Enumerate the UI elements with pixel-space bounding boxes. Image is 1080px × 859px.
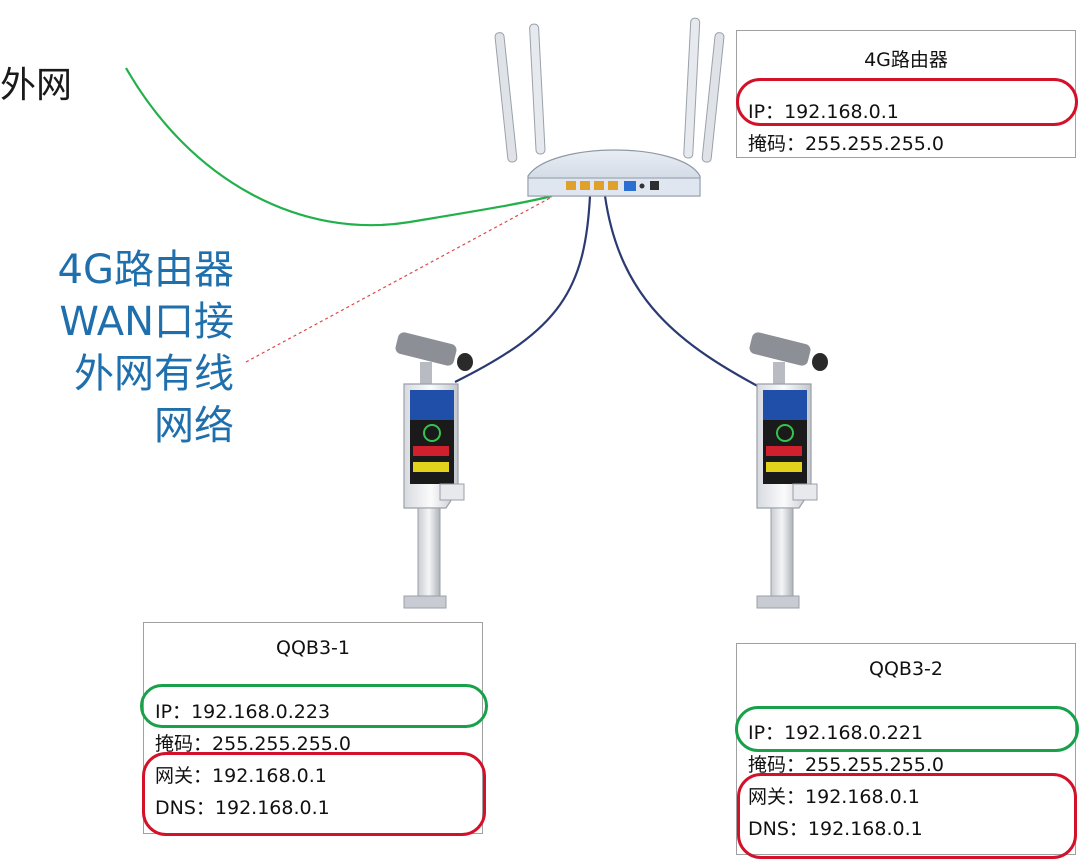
wan-note-line-3: 外网有线 [74,351,234,397]
device-1-ip-value: 192.168.0.223 [191,701,331,723]
device-1-dns-row: DNS：192.168.0.1 [155,793,330,820]
router-mask-label: 掩码： [748,133,806,155]
device-1-ip-row: IP：192.168.0.223 [155,697,330,724]
device-2-info-box: QQB3-2 IP：192.168.0.221 掩码：255.255.255.0… [736,643,1076,855]
router-ip-label: IP： [748,101,785,123]
router-mask-row: 掩码：255.255.255.0 [748,129,944,156]
device-1-dns-label: DNS： [155,797,215,819]
device-2-gateway-row: 网关：192.168.0.1 [748,782,920,809]
router-info-box: 4G路由器 IP：192.168.0.1 掩码：255.255.255.0 [736,30,1076,158]
wan-cable [125,67,553,227]
router-title: 4G路由器 [864,49,948,71]
device-1-title: QQB3-1 [276,637,350,659]
router-mask-value: 255.255.255.0 [805,133,945,155]
device-2-ip-row: IP：192.168.0.221 [748,718,923,745]
device-1-dns-value: 192.168.0.1 [214,797,330,819]
device-1-mask-label: 掩码： [155,733,213,755]
lan-cable-2 [603,195,766,391]
device-2-mask-row: 掩码：255.255.255.0 [748,750,944,777]
device-2-dns-value: 192.168.0.1 [807,818,923,840]
router-ip-row: IP：192.168.0.1 [748,97,899,124]
device-2-title: QQB3-2 [869,658,943,680]
device-1-ip-label: IP： [155,701,192,723]
device-1-mask-value: 255.255.255.0 [212,733,352,755]
device-1-gateway-row: 网关：192.168.0.1 [155,761,327,788]
device-2-dns-label: DNS： [748,818,808,840]
device-2-ip-label: IP： [748,722,785,744]
device-1-gateway-label: 网关： [155,765,213,787]
device-2-dns-row: DNS：192.168.0.1 [748,814,923,841]
wan-note-line-2: WAN口接 [59,299,234,345]
device-1-info-box: QQB3-1 IP：192.168.0.223 掩码：255.255.255.0… [143,622,483,834]
lan-cable-1 [454,195,592,383]
router-icon [494,17,725,197]
wan-note-line-1: 4G路由器 [57,247,234,293]
device-2-gateway-label: 网关： [748,786,806,808]
wan-note: 4G路由器 WAN口接 外网有线 网络 [58,244,234,452]
device-2-ip-value: 192.168.0.221 [784,722,924,744]
plate-recognition-kiosk-1-icon [395,332,473,609]
external-network-label: 外网 [0,65,73,106]
device-2-mask-value: 255.255.255.0 [805,754,945,776]
wan-note-line-4: 网络 [154,403,234,449]
device-2-mask-label: 掩码： [748,754,806,776]
device-2-gateway-value: 192.168.0.1 [805,786,920,808]
plate-recognition-kiosk-2-icon [749,332,828,609]
router-ip-value: 192.168.0.1 [784,101,899,123]
device-1-mask-row: 掩码：255.255.255.0 [155,729,351,756]
device-1-gateway-value: 192.168.0.1 [212,765,327,787]
